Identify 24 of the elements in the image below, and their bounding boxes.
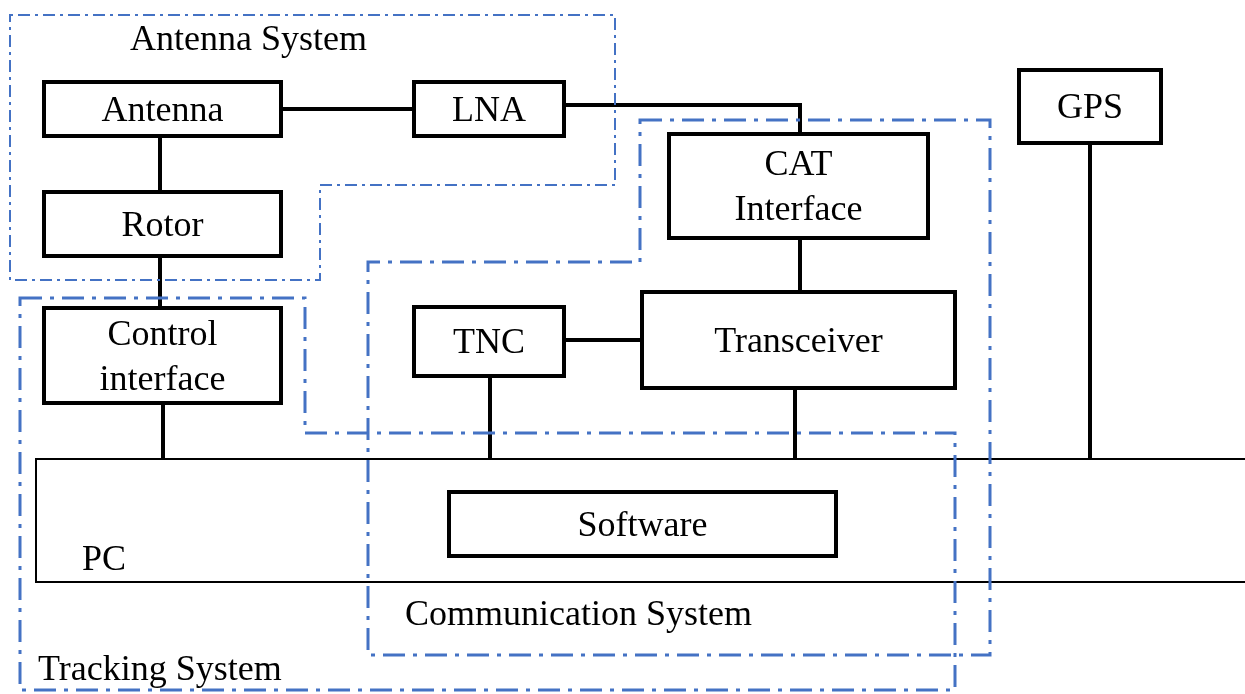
connector-line — [488, 378, 492, 458]
group-title: Antenna System — [130, 20, 367, 56]
component-box: TNC — [412, 305, 566, 378]
connector-line — [793, 390, 797, 458]
component-box: Rotor — [42, 190, 283, 258]
component-box: Transceiver — [640, 290, 957, 390]
box-label: PC — [82, 540, 127, 576]
connector-line — [1088, 145, 1092, 458]
group-title: Tracking System — [38, 650, 282, 686]
connector-line — [566, 338, 640, 342]
component-box: Control interface — [42, 306, 283, 405]
connector-line — [158, 138, 162, 190]
connector-line — [798, 240, 802, 290]
computer-box — [35, 458, 1245, 583]
component-box: GPS — [1017, 68, 1163, 145]
connector-line — [283, 107, 412, 111]
component-box: Software — [447, 490, 838, 558]
component-box: CAT Interface — [667, 132, 930, 240]
group-title: Communication System — [405, 595, 752, 631]
component-box: LNA — [412, 80, 566, 138]
connector-line — [161, 405, 165, 458]
connector-line — [566, 103, 802, 132]
connector-line — [158, 258, 162, 306]
component-box: Antenna — [42, 80, 283, 138]
